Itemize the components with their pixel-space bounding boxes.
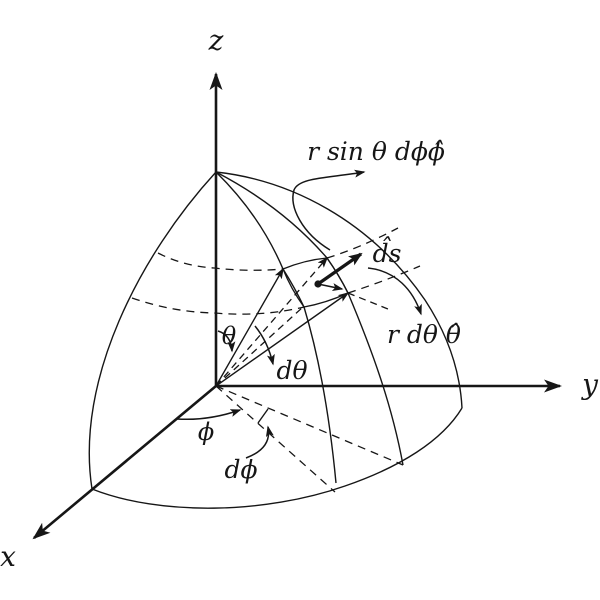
r-sin-theta-dphi-pointer-arrow xyxy=(292,169,366,251)
latitude-lower-right-dashed xyxy=(347,265,421,294)
azimuth-ray-phi-plus-dphi xyxy=(215,385,404,466)
phi-angle-arc xyxy=(176,409,242,421)
dtheta-label: dθ xyxy=(276,356,307,385)
dphi-pointer-arrow xyxy=(245,425,274,459)
dtheta-angle-arc xyxy=(254,325,275,366)
meridian-left-of-patch xyxy=(215,171,337,484)
sphere-right-silhouette xyxy=(215,171,463,409)
radial-dashed-to-patch-top-right xyxy=(215,256,328,387)
radius-arrow-to-patch-bottom-right xyxy=(215,292,350,387)
radial-arrows xyxy=(215,267,350,387)
latitude-upper-right-dashed xyxy=(326,227,399,259)
theta-direction-small-arrow xyxy=(317,283,344,291)
dashed-construction-lines xyxy=(131,227,421,493)
meridian-right-of-patch xyxy=(215,171,404,466)
theta-label: θ xyxy=(222,322,237,350)
sphere-left-silhouette xyxy=(88,171,217,490)
latitude-upper-left-dashed xyxy=(157,252,284,271)
phi-label: ϕ xyxy=(198,418,214,446)
dphi-tick-mark xyxy=(257,408,269,424)
sphere-equator xyxy=(91,407,463,509)
coordinate-axes xyxy=(32,72,562,540)
patch-vectors xyxy=(314,252,363,291)
z-axis-label: z xyxy=(208,24,224,57)
latitude-lower-left-dashed xyxy=(131,297,305,315)
radial-dashed-to-patch-bottom-left xyxy=(215,306,304,387)
y-axis-label: y xyxy=(580,368,599,401)
x-axis-label: x xyxy=(0,540,16,573)
r-dtheta-pointer-arrow xyxy=(367,267,422,316)
labels: z y x θ dθ ϕ dϕ d̂s r dθ θ̂ r sin θ dϕϕ̂ xyxy=(0,24,599,573)
annotation-arrows xyxy=(176,169,422,459)
azimuth-ray-phi xyxy=(215,385,336,493)
dphi-label: dϕ xyxy=(224,455,257,484)
x-axis xyxy=(32,385,217,540)
r-sin-theta-dphi-label: r sin θ dϕϕ̂ xyxy=(307,137,445,166)
r-dtheta-label: r dθ θ̂ xyxy=(387,320,461,349)
radius-arrow-to-patch-top-left xyxy=(215,267,284,387)
ds-vector-label: d̂s xyxy=(373,237,402,268)
theta-angle-arc xyxy=(217,330,236,353)
ds-vector-arrow xyxy=(317,252,363,286)
